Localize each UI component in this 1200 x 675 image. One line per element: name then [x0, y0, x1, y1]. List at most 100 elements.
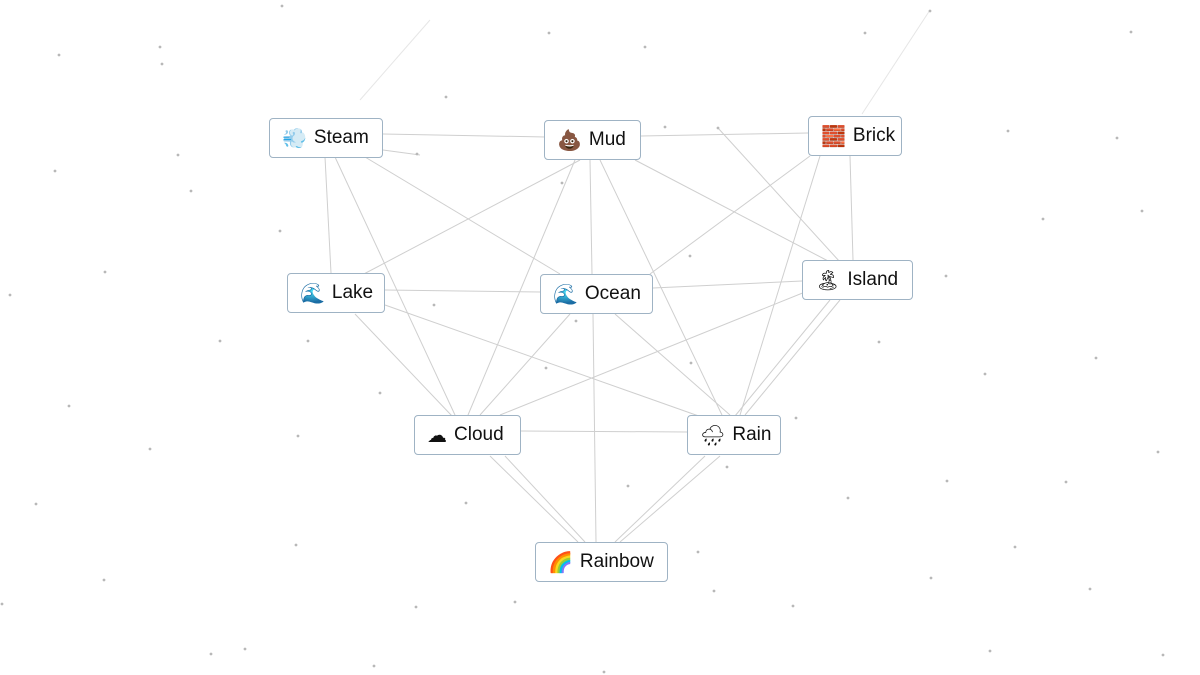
connection-line [739, 155, 821, 416]
background-dot [725, 465, 729, 469]
background-dot [1006, 129, 1010, 133]
background-dot [372, 664, 376, 668]
background-dot [218, 339, 222, 343]
connection-line [744, 299, 841, 416]
connection-line [382, 133, 547, 138]
connection-line [354, 313, 453, 417]
background-dot [243, 647, 247, 651]
connection-line [614, 455, 706, 543]
background-dot [712, 589, 716, 593]
connection-line [589, 159, 593, 275]
connection-line [489, 455, 579, 543]
background-dot [547, 31, 551, 35]
connection-line [384, 304, 711, 421]
background-dot [280, 4, 284, 8]
connection-line [614, 313, 731, 416]
connection-line [324, 156, 332, 274]
background-dot [663, 125, 667, 129]
item-ocean[interactable]: 🌊 Ocean [540, 274, 653, 314]
background-dot [863, 31, 867, 35]
connection-line [619, 455, 721, 543]
background-dot [67, 404, 71, 408]
background-dot [464, 501, 468, 505]
connection-line [359, 159, 581, 277]
background-dot [57, 53, 61, 57]
background-dot [209, 652, 213, 656]
background-dot [626, 484, 630, 488]
background-dot [103, 270, 107, 274]
background-dot [294, 543, 298, 547]
item-island[interactable]: 🏝 Island [802, 260, 913, 300]
background-dot [1115, 136, 1119, 140]
background-dot [148, 447, 152, 451]
background-dot [1041, 217, 1045, 221]
item-lake[interactable]: 🌊 Lake [287, 273, 385, 313]
item-rainbow[interactable]: 🌈 Rainbow [535, 542, 668, 582]
connection-line [717, 127, 841, 263]
background-dot [696, 550, 700, 554]
item-label: Lake [331, 282, 374, 303]
background-dot [1013, 545, 1017, 549]
item-mud[interactable]: 💩 Mud [544, 120, 641, 160]
item-cloud[interactable]: ☁ Cloud [414, 415, 521, 455]
background-dot [1129, 30, 1133, 34]
background-dot [444, 95, 448, 99]
background-dot [643, 45, 647, 49]
background-dot [929, 576, 933, 580]
connection-line [519, 430, 689, 433]
item-label: Ocean [584, 283, 641, 304]
connection-line [334, 156, 456, 416]
connection-line [479, 313, 571, 416]
background-dot [176, 153, 180, 157]
background-dot [189, 189, 193, 193]
background-dot [513, 600, 517, 604]
background-dot [296, 434, 300, 438]
connection-line [382, 149, 421, 156]
wave-icon: 🌊 [553, 282, 578, 306]
connection-line [359, 19, 431, 101]
connection-line [499, 289, 811, 416]
background-dot [1064, 480, 1068, 484]
connection-line [861, 9, 931, 115]
background-dot [8, 293, 12, 297]
background-dot [102, 578, 106, 582]
background-dot [1140, 209, 1144, 213]
background-dot [306, 339, 310, 343]
island-icon: 🏝 [815, 268, 841, 292]
background-dot [1094, 356, 1098, 360]
connection-line [734, 299, 831, 417]
item-brick[interactable]: 🧱 Brick [808, 116, 902, 156]
background-dot [1161, 653, 1165, 657]
connection-line [649, 155, 811, 275]
connection-line [634, 159, 831, 263]
background-dot [688, 254, 692, 258]
item-label: Rainbow [579, 551, 654, 572]
connection-line [364, 156, 561, 275]
rainbow-icon: 🌈 [548, 550, 573, 574]
background-dot [877, 340, 881, 344]
item-label: Island [847, 269, 899, 290]
wave-icon: 🌊 [300, 281, 325, 305]
connection-line [504, 455, 586, 543]
background-dot [716, 126, 720, 130]
background-dot [1156, 450, 1160, 454]
background-dot [53, 169, 57, 173]
item-label: Cloud [454, 424, 504, 445]
connection-line [652, 280, 803, 289]
wind-icon: 💨 [282, 126, 307, 150]
item-label: Mud [588, 129, 626, 150]
item-rain[interactable]: 🌧 Rain [687, 415, 781, 455]
background-dot [846, 496, 850, 500]
background-dot [415, 152, 419, 156]
item-steam[interactable]: 💨 Steam [269, 118, 383, 158]
item-label: Steam [313, 127, 369, 148]
background-dot [414, 605, 418, 609]
cloud-icon: ☁ [427, 423, 447, 447]
background-dot [602, 670, 606, 674]
background-dot [988, 649, 992, 653]
background-dot [791, 604, 795, 608]
brick-icon: 🧱 [821, 124, 846, 148]
background-dot [432, 303, 436, 307]
